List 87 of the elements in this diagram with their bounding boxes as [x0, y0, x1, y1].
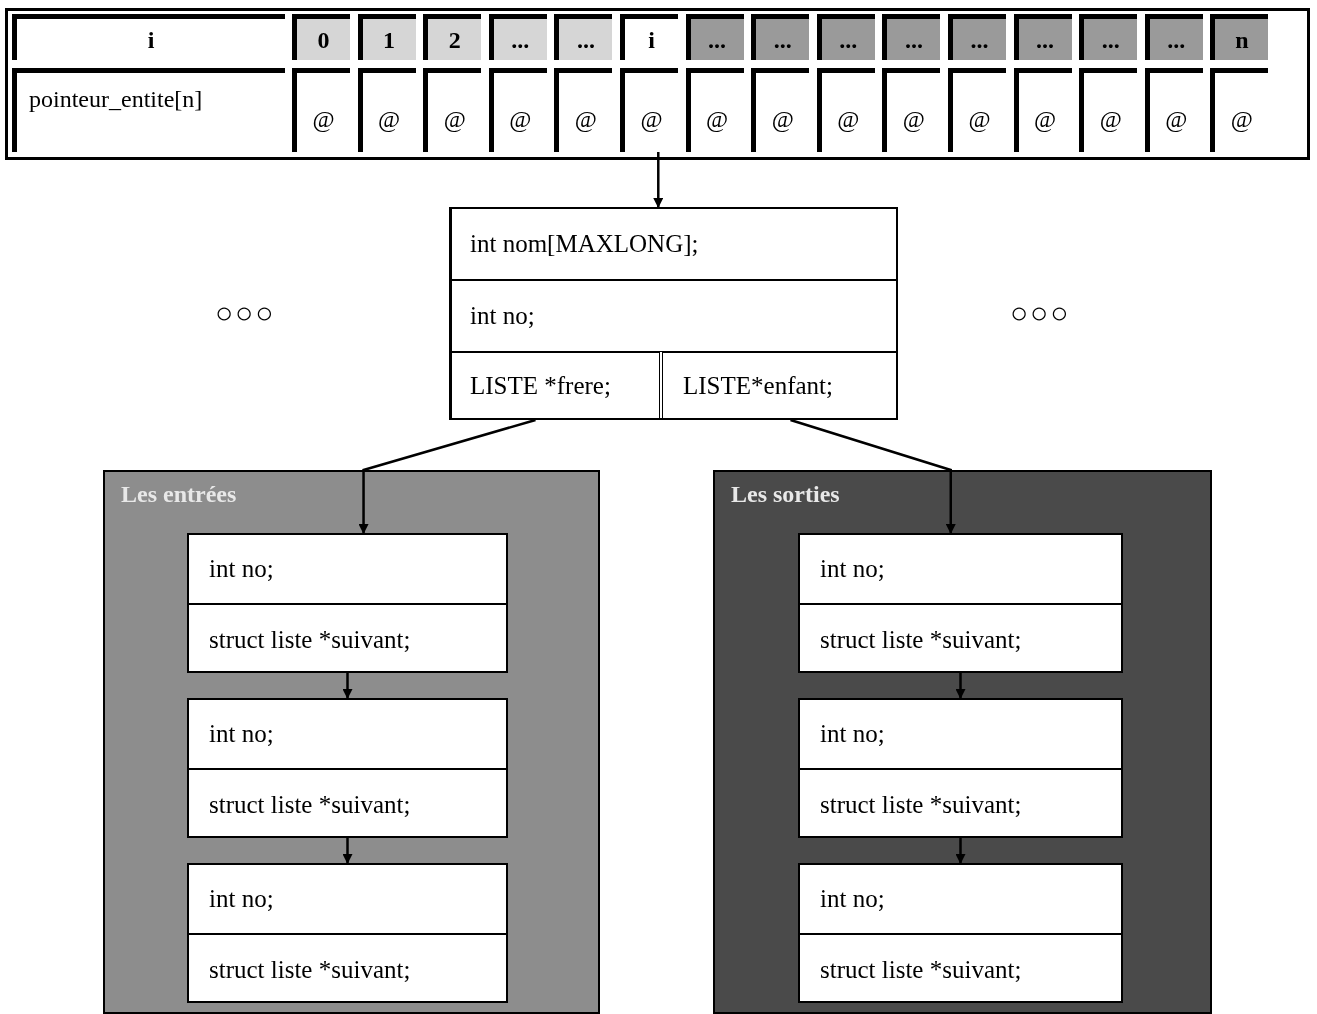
field-text: int no;: [189, 865, 506, 935]
cell-text: @: [442, 104, 467, 134]
array-cell: [423, 14, 482, 60]
cell-text: n: [1234, 25, 1250, 55]
ellipsis-text: ○○○: [215, 295, 276, 331]
cell-text: ...: [707, 25, 728, 55]
array-cell: [685, 14, 744, 60]
field-text: int no;: [800, 535, 1121, 605]
list-node-box: [798, 533, 1123, 673]
array-cell: [882, 14, 941, 60]
cell-text: pointeur_entite[n]: [28, 85, 204, 114]
cell-text: ...: [1166, 25, 1187, 55]
list-panel: [103, 470, 600, 1014]
cell-text: ...: [772, 25, 793, 55]
list-node-box: [187, 863, 508, 1003]
panel-title: Les sorties: [731, 480, 840, 509]
struct-field: [449, 207, 897, 280]
field-text: int no;: [800, 700, 1121, 770]
array-cell: [554, 14, 613, 60]
field-text: int no;: [469, 301, 536, 332]
list-node-box: [187, 533, 508, 673]
list-node-box: [798, 698, 1123, 838]
cell-text: @: [377, 104, 402, 134]
array-cell: [751, 14, 810, 60]
cell-text: ...: [838, 25, 859, 55]
struct-box: [450, 207, 898, 420]
cell-text: 2: [447, 25, 462, 55]
cell-text: @: [573, 104, 598, 134]
list-node-box: [798, 863, 1123, 1003]
arrow: [653, 152, 664, 208]
cell-text: ...: [510, 25, 531, 55]
array-cell: [1144, 14, 1203, 60]
field-text: LISTE *frere;: [469, 371, 612, 402]
cell-text: @: [1033, 104, 1058, 134]
cell-text: i: [647, 25, 656, 55]
array-cell: [816, 14, 875, 60]
arrow: [790, 418, 956, 534]
array-cell: [488, 14, 547, 60]
cell-text: @: [770, 104, 795, 134]
cell-text: 0: [316, 25, 331, 55]
cell-text: ...: [575, 25, 596, 55]
array-cell: [357, 14, 416, 60]
cell-text: i: [146, 25, 156, 55]
field-text: struct liste *suivant;: [819, 955, 1023, 986]
array-cell: [1013, 14, 1072, 60]
cell-text: @: [508, 104, 533, 134]
panel-title: Les entrées: [121, 480, 237, 509]
arrow: [342, 673, 353, 699]
cell-text: @: [1098, 104, 1123, 134]
cell-text: @: [639, 104, 664, 134]
field-text: LISTE*enfant;: [682, 371, 834, 402]
arrow: [955, 673, 966, 699]
array-cell: [292, 14, 350, 60]
array-cell: [1079, 14, 1138, 60]
cell-text: ...: [1100, 25, 1121, 55]
struct-field: [449, 280, 897, 352]
field-text: struct liste *suivant;: [208, 955, 412, 986]
array-cell: [1210, 14, 1269, 60]
cell-text: ...: [969, 25, 990, 55]
struct-field: [449, 352, 660, 420]
arrow: [955, 838, 966, 864]
cell-text: @: [967, 104, 992, 134]
field-text: int nom[MAXLONG];: [469, 228, 700, 259]
cell-text: @: [836, 104, 861, 134]
arrow: [342, 838, 353, 864]
list-panel: [713, 470, 1212, 1014]
field-text: int no;: [800, 865, 1121, 935]
field-text: struct liste *suivant;: [208, 790, 412, 821]
list-node-box: [187, 698, 508, 838]
cell-text: @: [1229, 104, 1254, 134]
ellipsis-text: ○○○: [1010, 295, 1071, 331]
cell-text: @: [901, 104, 926, 134]
field-text: int no;: [189, 535, 506, 605]
array-table: [5, 8, 1310, 160]
array-cell: [948, 14, 1006, 60]
cell-text: ...: [1035, 25, 1056, 55]
field-text: int no;: [189, 700, 506, 770]
cell-text: @: [311, 104, 336, 134]
struct-field: [662, 352, 897, 420]
cell-text: ...: [903, 25, 924, 55]
field-text: struct liste *suivant;: [208, 625, 412, 656]
field-text: struct liste *suivant;: [819, 625, 1023, 656]
cell-text: @: [1164, 104, 1189, 134]
arrow: [358, 418, 536, 534]
field-text: struct liste *suivant;: [819, 790, 1023, 821]
cell-text: @: [705, 104, 730, 134]
cell-text: 1: [382, 25, 397, 55]
